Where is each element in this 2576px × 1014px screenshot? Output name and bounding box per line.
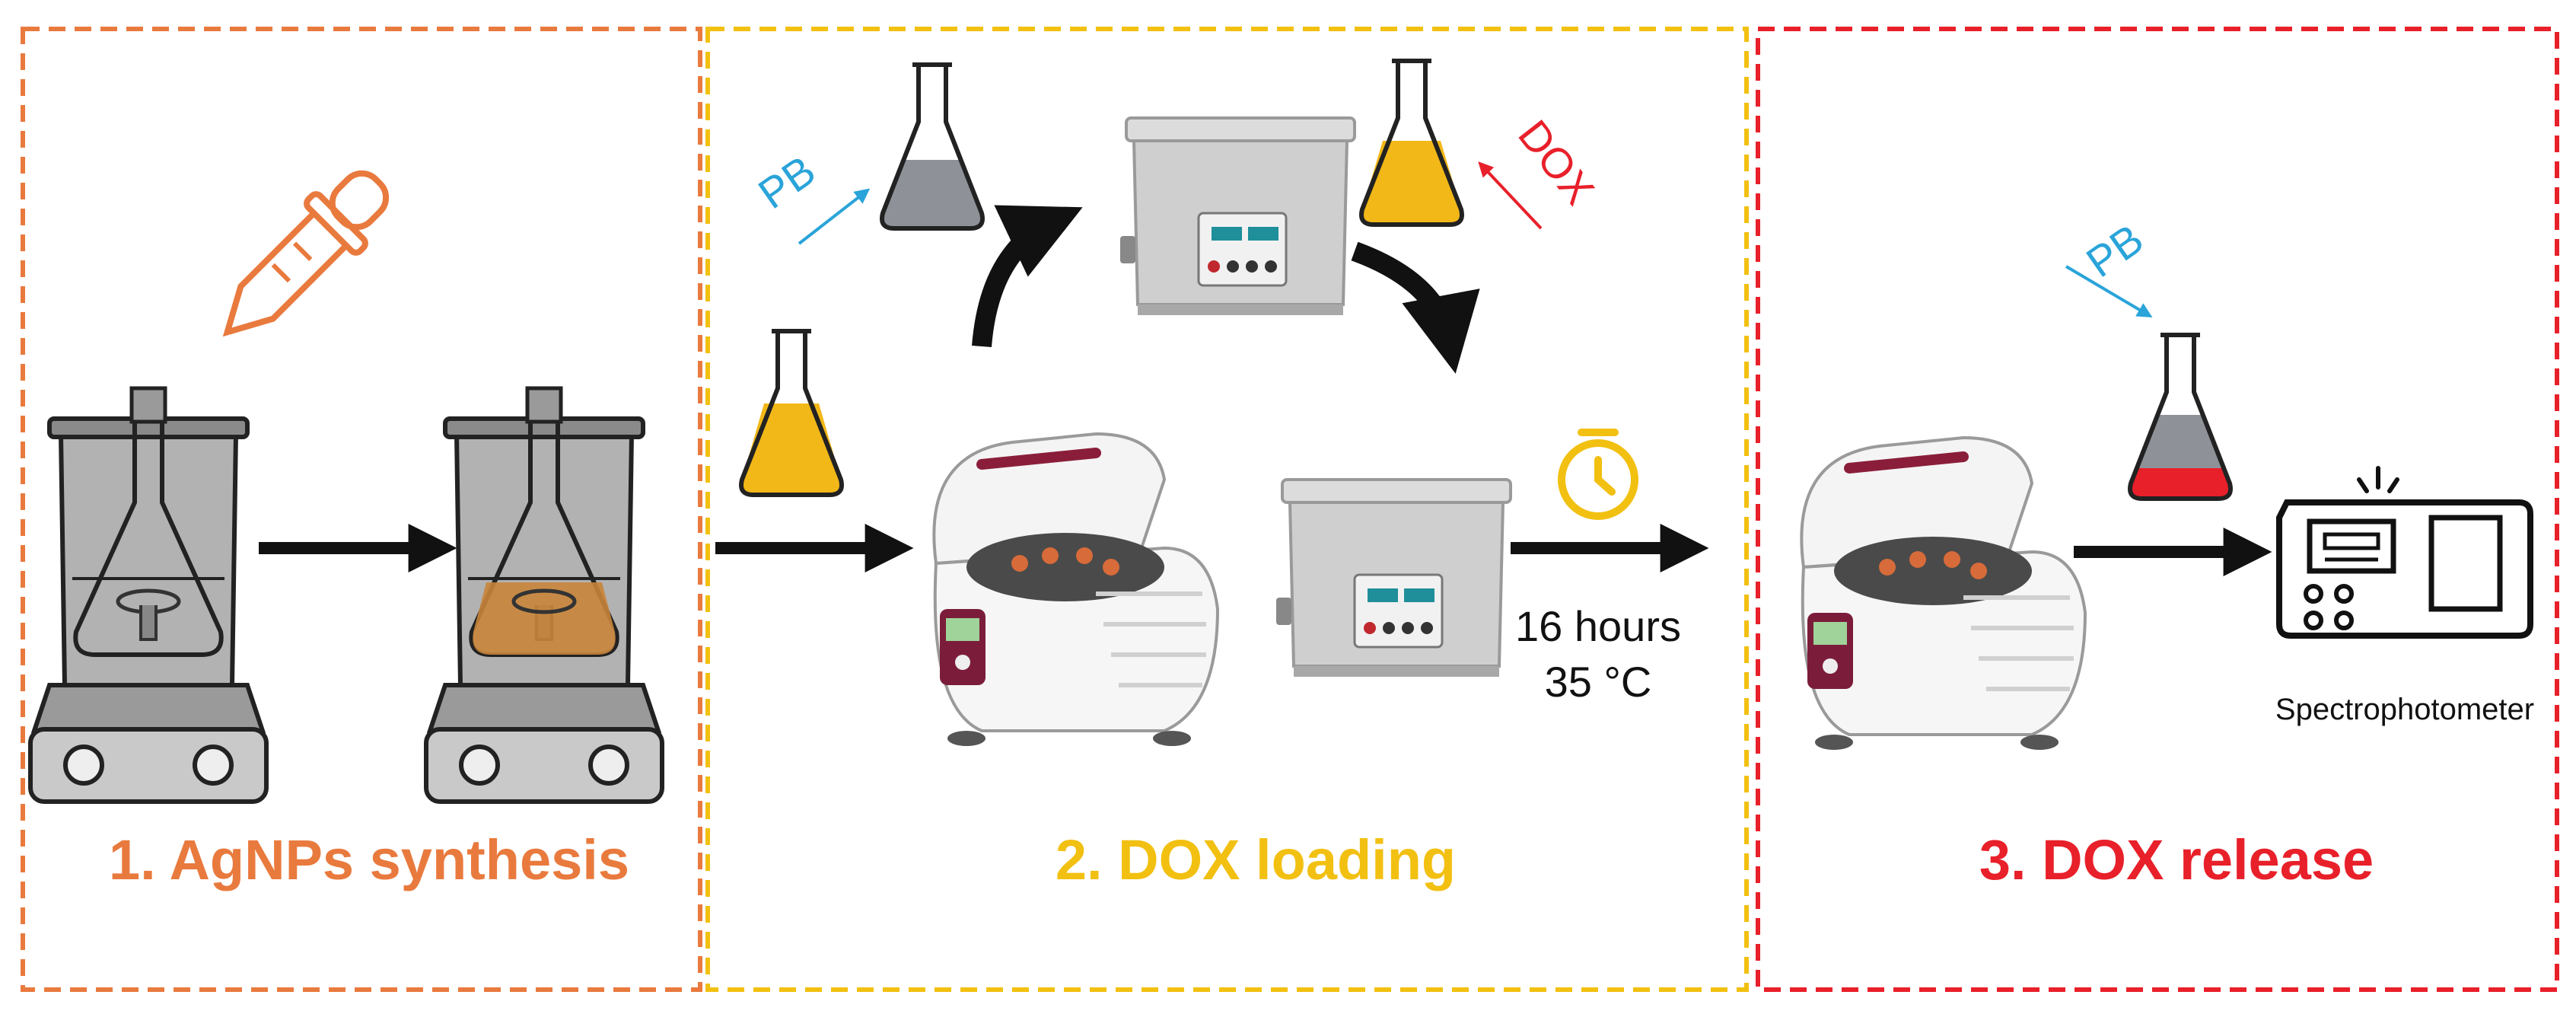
- curved-arrow-icon-down: [1351, 241, 1480, 374]
- centrifuge-icon-loading: [934, 434, 1218, 746]
- dropper-icon: [222, 170, 390, 337]
- pb-arrow-left: [798, 188, 871, 245]
- flask-icon-yellow-bottom: [741, 331, 842, 495]
- pb-arrow-right: [2065, 265, 2153, 318]
- ultrasonic-bath-icon-bottom: [1275, 478, 1512, 678]
- ultrasonic-bath-icon-top: [1119, 116, 1356, 317]
- pb-label-left: PB: [750, 146, 823, 218]
- flask-icon-yellow-top: [1361, 61, 1462, 225]
- panel-loading: [705, 27, 1749, 992]
- time-label: 16 hours: [1515, 602, 1681, 650]
- dox-arrow: [1478, 161, 1543, 230]
- centrifuge-icon-release: [1801, 438, 2085, 750]
- spectrophotometer-icon: [2276, 466, 2533, 639]
- hotplate-beaker-brown-icon: [426, 388, 662, 802]
- hotplate-beaker-icon: [30, 388, 266, 802]
- panel-title-release: 3. DOX release: [1979, 828, 2374, 891]
- panel-synthesis: [21, 27, 702, 992]
- flask-icon-grey: [882, 65, 982, 228]
- temperature-label: 35 °C: [1545, 658, 1652, 706]
- panel-title-loading: 2. DOX loading: [1056, 828, 1456, 891]
- curved-arrow-icon-up: [972, 205, 1083, 348]
- panel-title-synthesis: 1. AgNPs synthesis: [109, 828, 629, 891]
- pb-label-right: PB: [2078, 215, 2151, 286]
- flask-icon-red: [2130, 335, 2231, 499]
- clock-icon: [1558, 429, 1638, 520]
- dox-label: DOX: [1509, 111, 1603, 213]
- spectrophotometer-label: Spectrophotometer: [2275, 693, 2534, 726]
- panel-release: [1756, 27, 2559, 992]
